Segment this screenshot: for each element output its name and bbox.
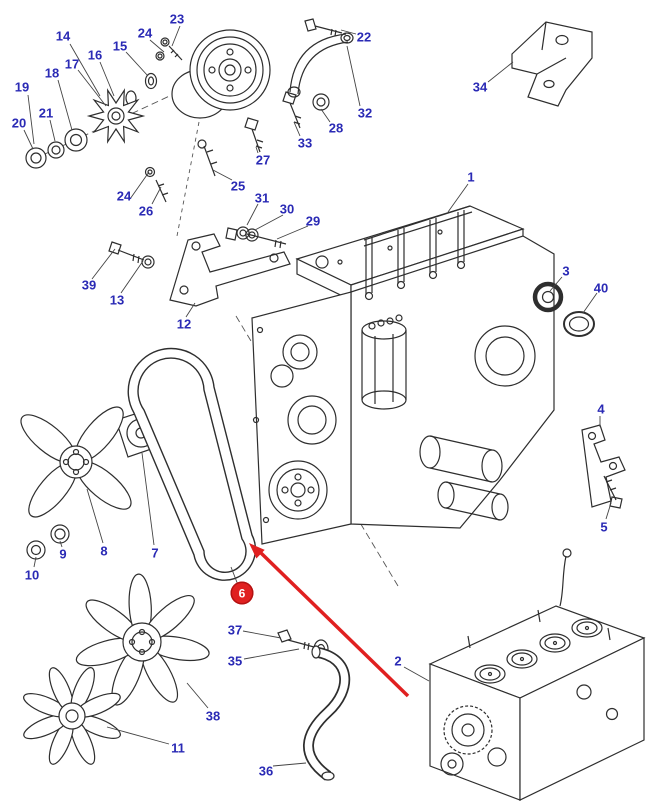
callout-10[interactable]: 10	[24, 567, 40, 583]
callout-11[interactable]: 11	[171, 740, 185, 756]
callout-4[interactable]: 4	[597, 401, 605, 417]
seal-rings	[532, 281, 595, 337]
highlight-arrow	[249, 543, 410, 698]
callout-27[interactable]: 27	[255, 152, 271, 168]
water-pump-assembly	[125, 18, 354, 203]
callout-33[interactable]: 33	[297, 135, 313, 151]
callout-37[interactable]: 37	[227, 622, 243, 638]
callout-20[interactable]: 20	[11, 115, 27, 131]
callout-30[interactable]: 30	[279, 201, 295, 217]
callout-29[interactable]: 29	[305, 213, 321, 229]
side-bracket	[581, 424, 626, 509]
callout-31[interactable]: 31	[254, 190, 270, 206]
leader-lines	[23, 25, 612, 767]
callout-1[interactable]: 1	[467, 169, 475, 185]
callout-28[interactable]: 28	[328, 120, 344, 136]
cylinder-block	[428, 548, 646, 801]
fan-4-blade	[20, 406, 132, 518]
fan-7-blade	[75, 573, 210, 706]
support-bracket	[108, 226, 291, 307]
callout-38[interactable]: 38	[205, 708, 221, 724]
callout-3[interactable]: 3	[562, 263, 570, 279]
callout-40[interactable]: 40	[593, 280, 609, 296]
callout-7[interactable]: 7	[151, 545, 159, 561]
v-belt	[127, 347, 257, 581]
callout-25[interactable]: 25	[230, 178, 246, 194]
hose	[303, 645, 351, 781]
callout-17[interactable]: 17	[64, 56, 80, 72]
callout-13[interactable]: 13	[109, 292, 125, 308]
engine-assembly	[251, 205, 555, 545]
mounting-bracket-top	[511, 21, 593, 107]
fan-drive-hub	[25, 88, 146, 169]
callout-35[interactable]: 35	[227, 653, 243, 669]
fan-8-blade	[23, 667, 121, 765]
callout-5[interactable]: 5	[600, 519, 608, 535]
callout-24[interactable]: 24	[116, 188, 132, 204]
callout-15[interactable]: 15	[112, 38, 128, 54]
callout-16[interactable]: 16	[87, 47, 103, 63]
callout-12[interactable]: 12	[176, 316, 192, 332]
callout-21[interactable]: 21	[38, 105, 54, 121]
callout-14[interactable]: 14	[55, 28, 71, 44]
highlighted-callout-6[interactable]: 6	[230, 581, 254, 605]
callout-34[interactable]: 34	[472, 79, 488, 95]
callout-32[interactable]: 32	[357, 105, 373, 121]
callout-2[interactable]: 2	[394, 653, 402, 669]
callout-8[interactable]: 8	[100, 543, 108, 559]
callout-39[interactable]: 39	[81, 277, 97, 293]
callout-9[interactable]: 9	[59, 546, 67, 562]
callout-23[interactable]: 23	[169, 11, 185, 27]
callout-24[interactable]: 24	[137, 25, 153, 41]
callout-36[interactable]: 36	[258, 763, 274, 779]
callout-22[interactable]: 22	[356, 29, 372, 45]
callout-18[interactable]: 18	[44, 65, 60, 81]
callout-26[interactable]: 26	[138, 203, 154, 219]
callout-19[interactable]: 19	[14, 79, 30, 95]
